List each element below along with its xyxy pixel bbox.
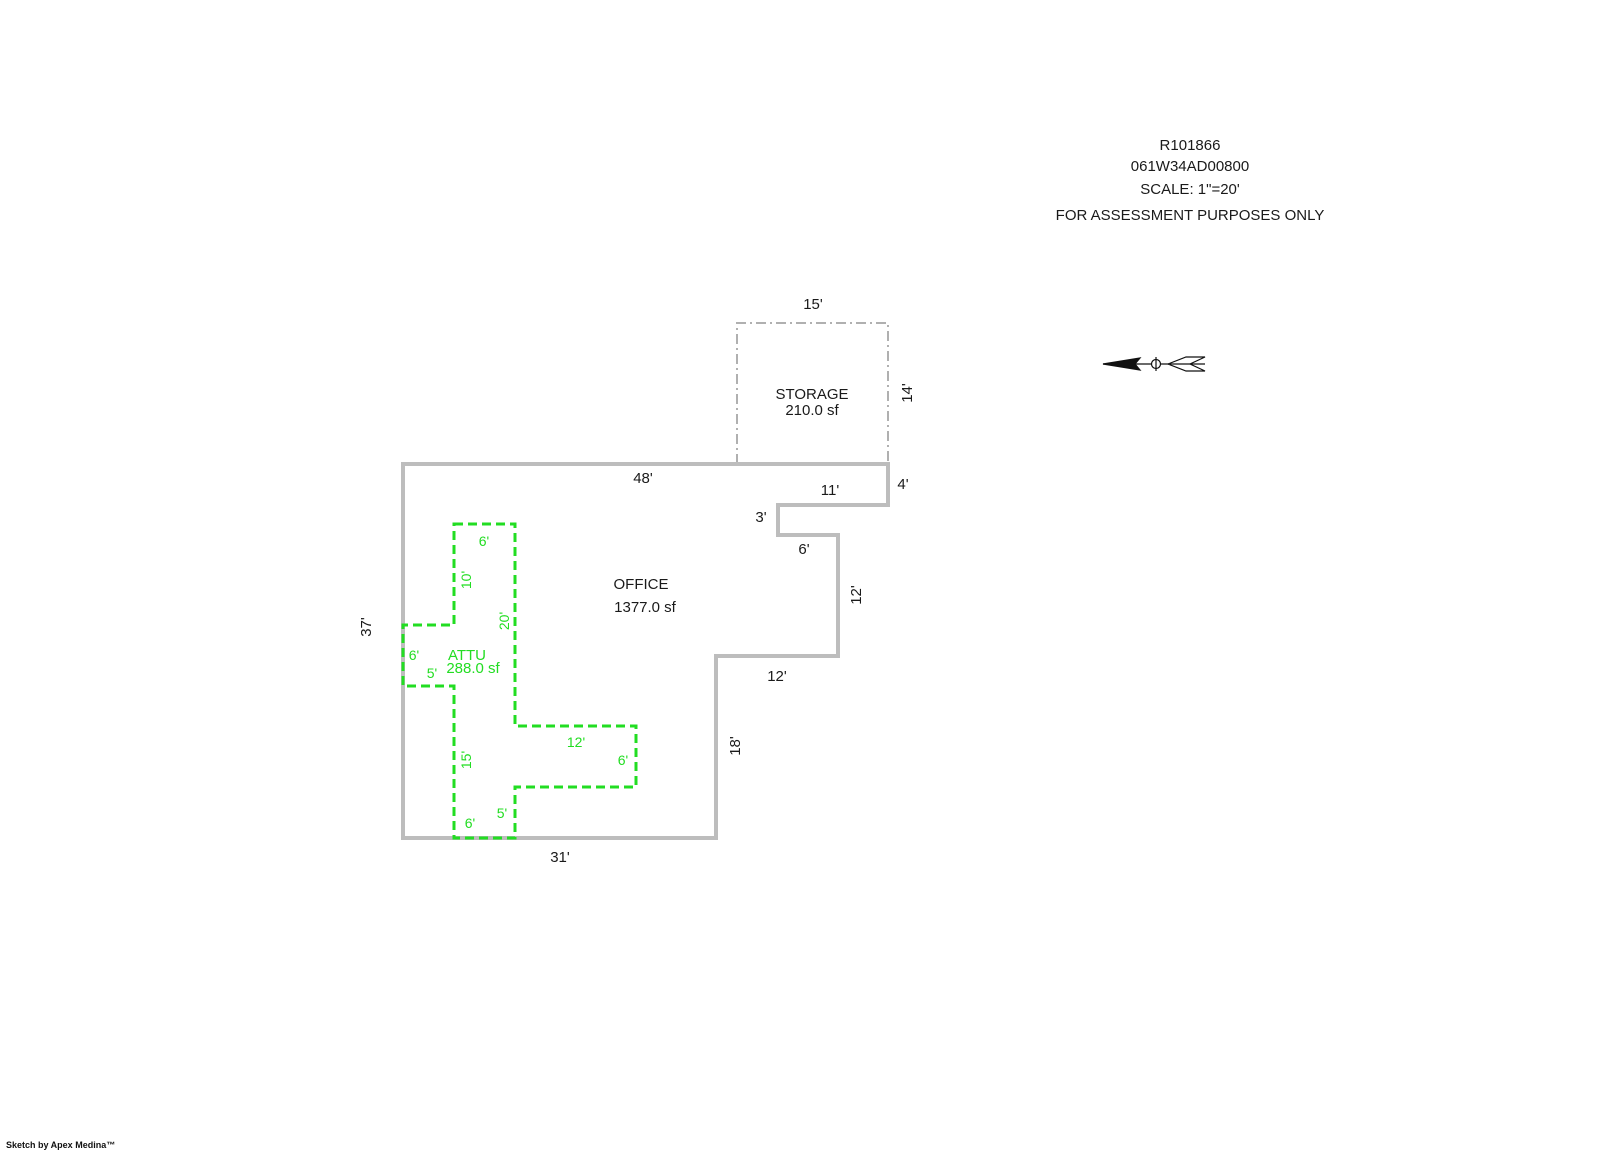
- dim-office-step: 12': [767, 668, 787, 685]
- dim-office-right-short: 4': [897, 476, 908, 493]
- account-number: R101866: [1159, 137, 1221, 154]
- dim-office-right-mid: 12': [848, 585, 865, 605]
- dim-office-bottom: 31': [550, 849, 570, 866]
- dim-office-right-low: 18': [727, 736, 744, 756]
- dim-attu-arm-top: 12': [567, 734, 585, 750]
- dim-attu-bottom: 6': [465, 815, 475, 831]
- dim-storage-top: 15': [803, 296, 823, 313]
- dim-attu-upper-left: 10': [458, 571, 474, 589]
- dim-attu-upper-right: 20': [496, 612, 512, 630]
- storage-area: 210.0 sf: [785, 402, 839, 419]
- scale-label: SCALE: 1"=20': [1140, 181, 1240, 198]
- storage-outline: [736, 322, 889, 464]
- dim-office-notch-bottom: 6': [798, 541, 809, 558]
- dim-attu-lower-left: 15': [458, 751, 474, 769]
- dim-storage-right: 14': [899, 383, 916, 403]
- attu-area: 288.0 sf: [446, 660, 500, 677]
- north-arrow-icon: [1102, 356, 1206, 372]
- map-tax-lot: 061W34AD00800: [1130, 158, 1250, 175]
- dim-office-notch-side: 3': [755, 509, 766, 526]
- storage-label: STORAGE: [775, 386, 848, 403]
- dim-office-notch-top: 11': [821, 482, 840, 499]
- dim-attu-wing-bottom: 5': [427, 665, 437, 681]
- office-area: 1377.0 sf: [614, 599, 677, 616]
- dim-attu-wing-left: 6': [409, 647, 419, 663]
- dim-attu-arm-right: 6': [618, 752, 628, 768]
- dim-attu-top: 6': [479, 533, 489, 549]
- attu-outline: [401, 522, 638, 840]
- office-label: OFFICE: [614, 576, 669, 593]
- sketch-credit: Sketch by Apex Medina™: [6, 1140, 116, 1150]
- office-outline: [401, 462, 890, 840]
- dim-attu-arm-bottom: 5': [497, 805, 507, 821]
- dim-office-top: 48': [633, 470, 653, 487]
- dim-office-left: 37': [358, 617, 375, 637]
- assessment-notice: FOR ASSESSMENT PURPOSES ONLY: [1055, 207, 1325, 224]
- attu-label: ATTU: [448, 647, 486, 664]
